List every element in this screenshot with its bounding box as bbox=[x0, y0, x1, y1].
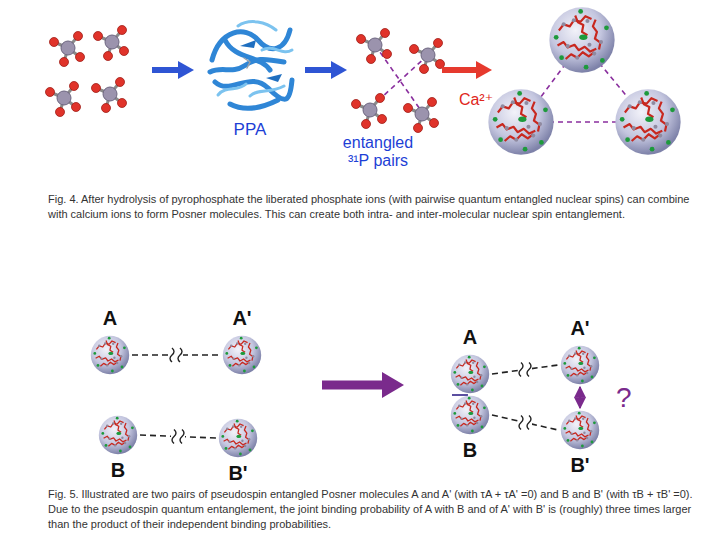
question-mark: ? bbox=[616, 384, 632, 412]
protein-label: PPA bbox=[205, 120, 295, 140]
transition-arrow bbox=[322, 372, 404, 398]
posner-node: B' bbox=[560, 410, 600, 476]
molecule-label: A' bbox=[232, 307, 251, 329]
posner-node: B bbox=[450, 395, 490, 461]
pyrophosphate bbox=[46, 26, 129, 117]
posner-sphere bbox=[90, 335, 130, 375]
reaction-arrow bbox=[442, 61, 492, 79]
entanglement-label: entangled ³¹P pairs bbox=[336, 134, 420, 170]
entanglement-connector bbox=[492, 362, 558, 378]
posner-node: B bbox=[98, 415, 138, 481]
protein-ribbon bbox=[210, 22, 292, 109]
posner-node: A' bbox=[560, 317, 600, 385]
posner-node: A bbox=[450, 326, 490, 394]
ion-label: Ca²⁺ bbox=[446, 90, 506, 109]
posner-node: B' bbox=[218, 418, 258, 484]
posner-node: A bbox=[90, 307, 130, 375]
entanglement-connector bbox=[580, 387, 581, 408]
molecule-label: A bbox=[463, 326, 477, 348]
contact-line bbox=[452, 395, 468, 396]
posner-sphere bbox=[98, 415, 138, 455]
molecule-label: B bbox=[111, 459, 125, 481]
molecule-label: A' bbox=[570, 317, 589, 339]
molecule-label: B' bbox=[570, 454, 589, 476]
posner-node: A' bbox=[222, 307, 262, 375]
entanglement-connector bbox=[140, 429, 216, 445]
figure-caption: Fig. 5. Illustrated are two pairs of pse… bbox=[48, 487, 698, 533]
posner-sphere bbox=[450, 395, 490, 435]
posner-sphere bbox=[222, 335, 262, 375]
molecule-label: A bbox=[103, 307, 117, 329]
posner-molecule bbox=[488, 7, 680, 154]
figure-caption: Fig. 4. After hydrolysis of pyrophosphat… bbox=[48, 192, 696, 222]
posner-sphere bbox=[450, 354, 490, 394]
entanglement-connector bbox=[492, 415, 558, 431]
posner-sphere bbox=[218, 418, 258, 458]
molecule-label: B' bbox=[228, 462, 247, 484]
entanglement-connector bbox=[132, 347, 220, 363]
posner-sphere bbox=[560, 410, 600, 450]
phosphate-ion bbox=[352, 29, 445, 133]
molecule-label: B bbox=[463, 439, 477, 461]
posner-sphere bbox=[560, 345, 600, 385]
